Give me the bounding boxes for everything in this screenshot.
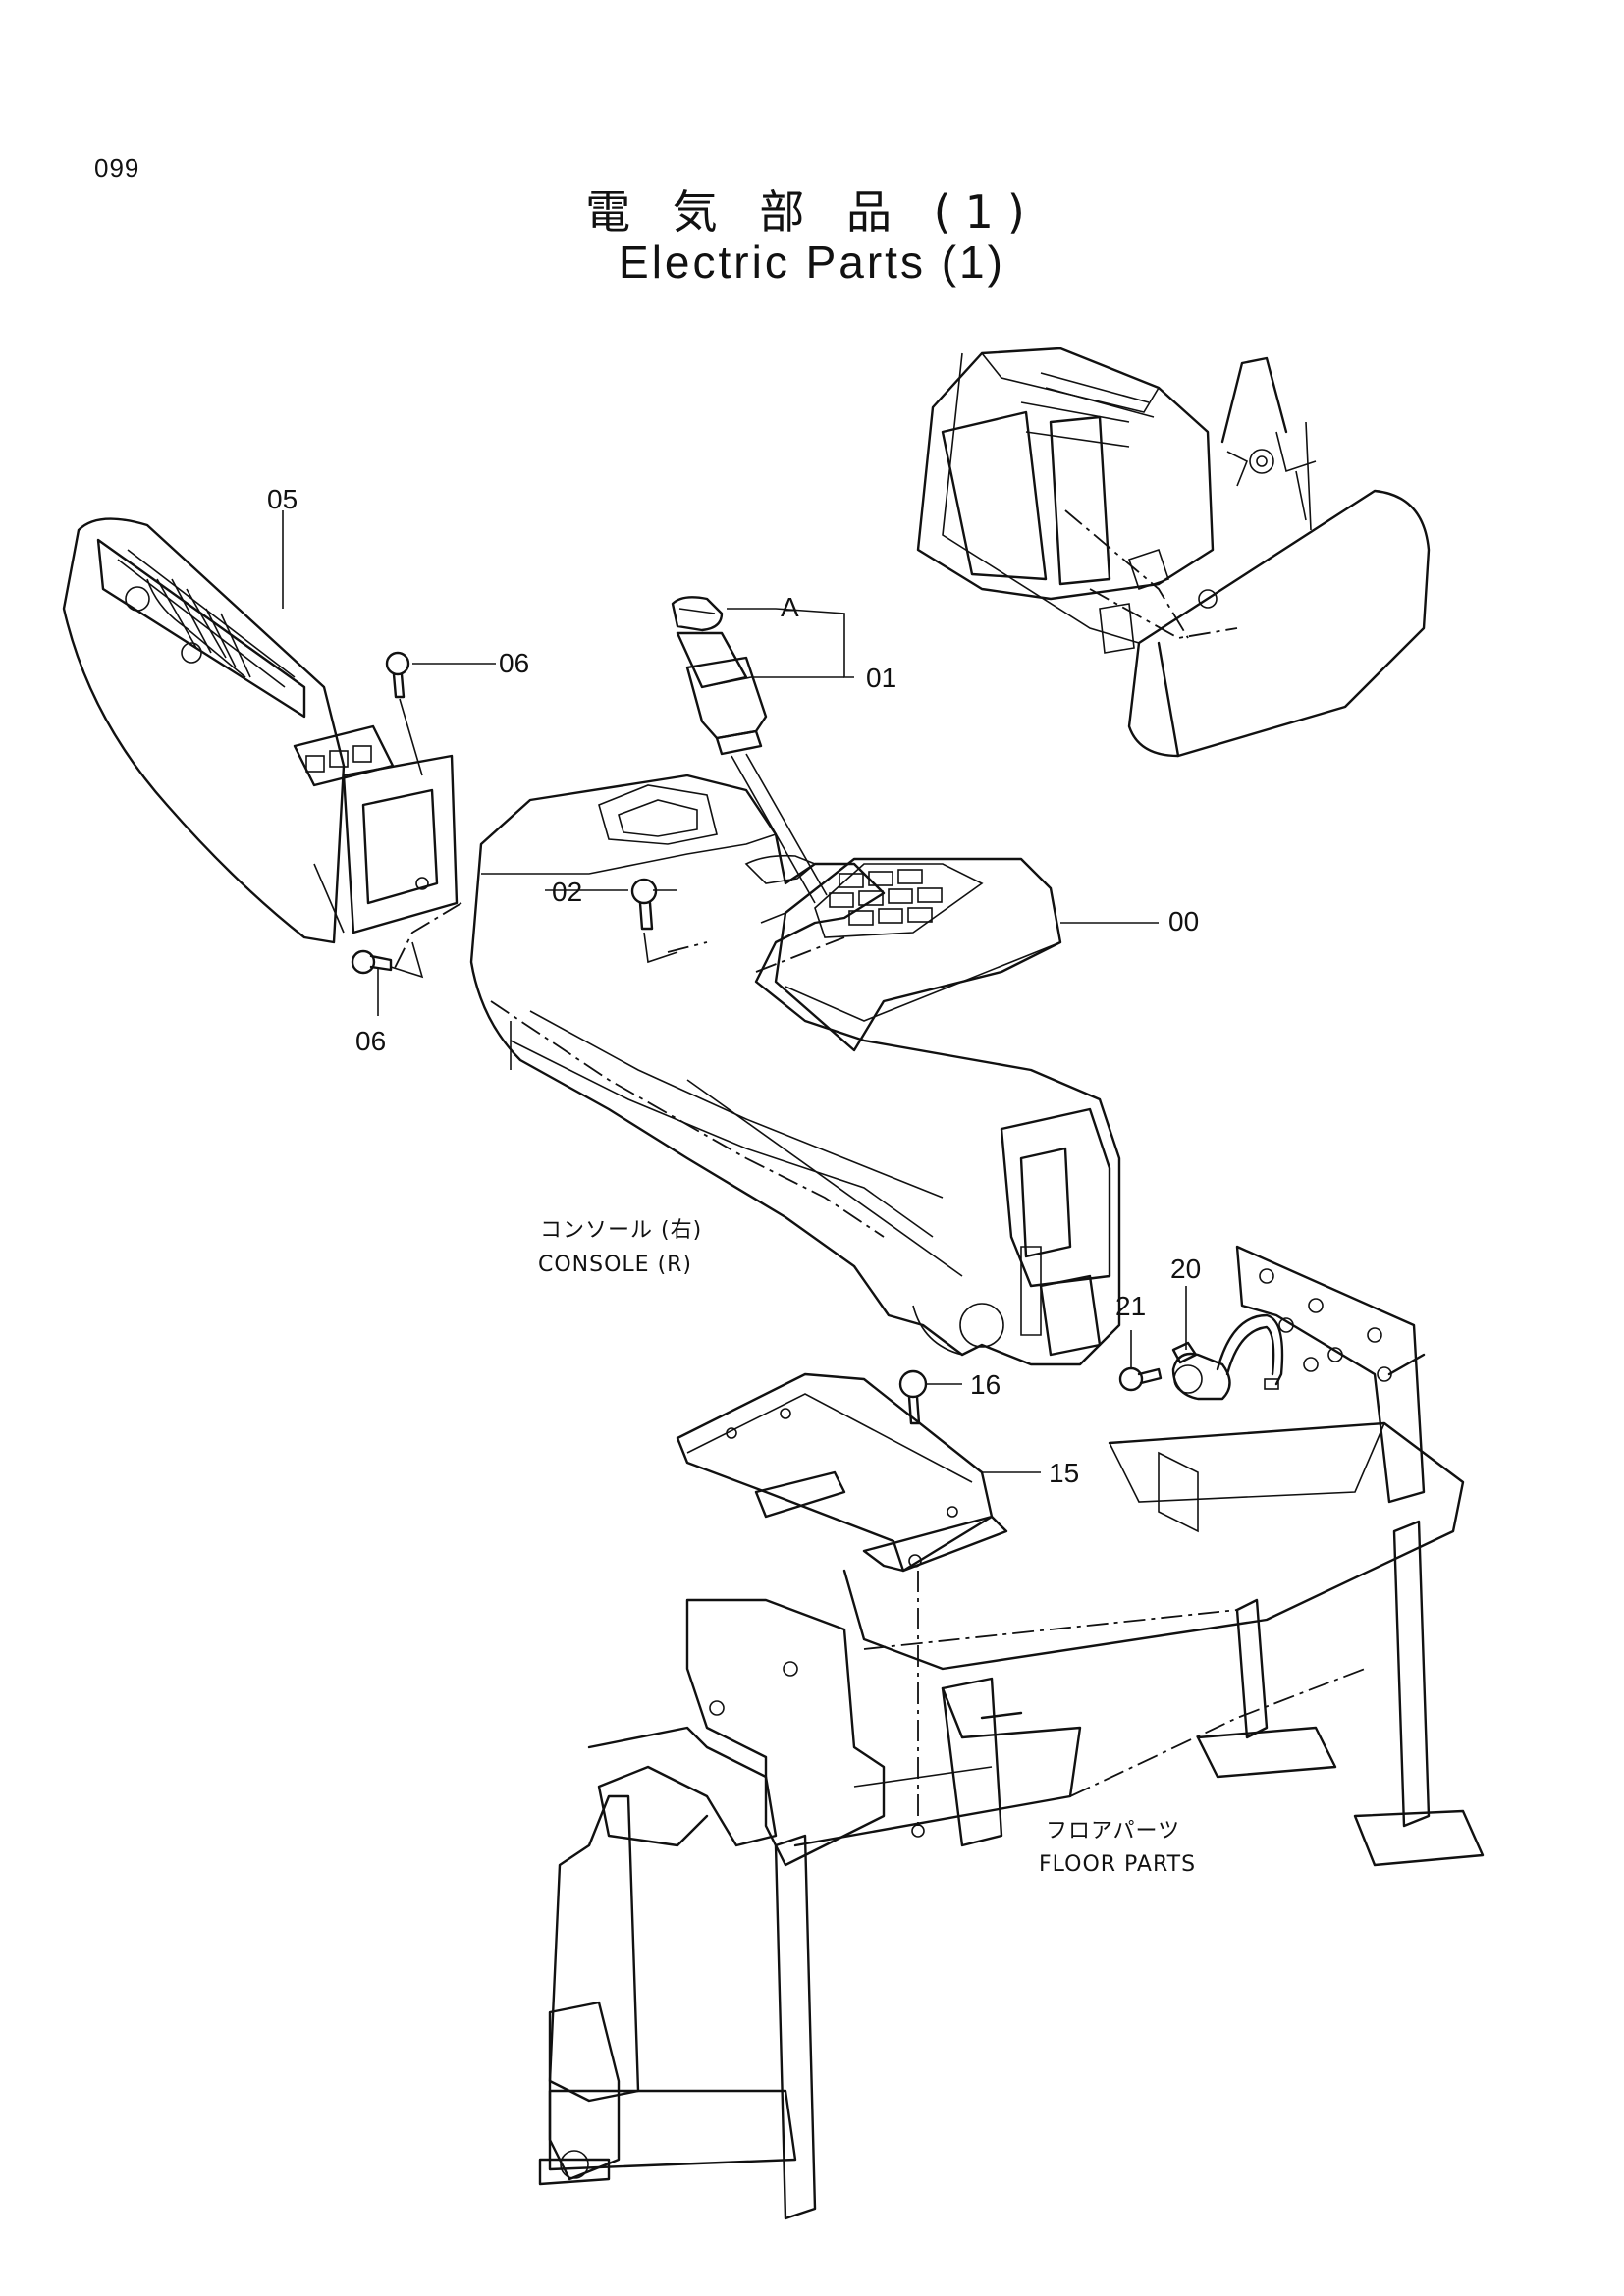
excavator-overview-illustration: [916, 347, 1431, 758]
key-switch-01: [671, 596, 828, 904]
horn-20: [1171, 1313, 1284, 1401]
controller-box-15: [676, 1372, 1008, 1838]
console-right: [392, 774, 1121, 1366]
callout-15: 15: [1049, 1458, 1079, 1488]
page-number: 099: [94, 153, 140, 183]
callout-20: 20: [1170, 1254, 1201, 1284]
console-label-japanese: コンソール (右): [540, 1218, 702, 1243]
callout-21: 21: [1115, 1291, 1146, 1321]
screw-06-lower: [351, 941, 424, 979]
callout-01: 01: [866, 663, 896, 693]
screw-06-upper: [385, 651, 423, 776]
floor-parts-frame: [538, 1245, 1485, 2220]
floor-label-japanese: フロアパーツ: [1046, 1819, 1180, 1843]
callout-16: 16: [970, 1369, 1001, 1400]
callout-06-lower: 06: [355, 1026, 386, 1056]
page-title-japanese: 電 気 部 品 (1): [585, 186, 1039, 239]
callout-02: 02: [552, 877, 582, 907]
page-title-english: Electric Parts (1): [619, 237, 1005, 288]
bolt-21: [1118, 1366, 1163, 1392]
screw-02: [630, 878, 678, 964]
console-label-english: CONSOLE (R): [538, 1253, 692, 1277]
leader-lines: [282, 510, 1187, 1473]
bolt-16: [898, 1369, 928, 1425]
callout-05: 05: [267, 484, 298, 514]
switch-box-00: [760, 857, 1062, 1052]
callout-A: A: [781, 592, 799, 622]
floor-label-english: FLOOR PARTS: [1039, 1852, 1196, 1877]
monitor-panel-05: [62, 517, 459, 944]
callout-00: 00: [1168, 906, 1199, 936]
callout-06-upper: 06: [499, 648, 529, 678]
